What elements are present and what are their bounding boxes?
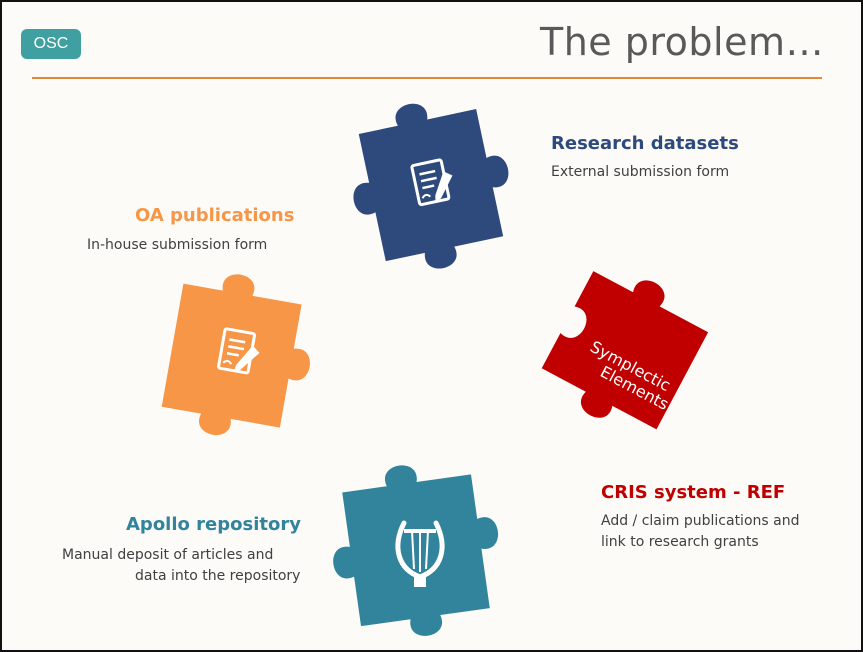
cris-description-line2: link to research grants — [601, 534, 759, 550]
research-datasets-puzzle-piece — [353, 103, 509, 269]
oa-publications-heading: OA publications — [135, 205, 295, 226]
lyre-icon — [395, 520, 445, 587]
title-divider — [32, 77, 822, 79]
oa-publications-puzzle-piece — [161, 274, 310, 435]
apollo-repository-heading: Apollo repository — [126, 514, 301, 535]
apollo-repository-puzzle-piece — [333, 465, 498, 636]
oa-publications-description: In-house submission form — [87, 237, 268, 253]
cris-description-line1: Add / claim publications and — [601, 513, 800, 529]
apollo-description-line2: data into the repository — [135, 568, 301, 584]
cris-system-heading: CRIS system - REF — [601, 482, 786, 503]
document-pen-icon — [410, 158, 453, 207]
document-pen-icon-2 — [217, 327, 260, 375]
osc-badge: OSC — [21, 29, 81, 59]
symplectic-elements-puzzle-piece — [541, 271, 709, 430]
research-datasets-heading: Research datasets — [551, 133, 739, 154]
slide-title: The problem… — [540, 20, 824, 64]
research-datasets-description: External submission form — [551, 164, 730, 180]
apollo-description-line1: Manual deposit of articles and — [62, 547, 274, 563]
